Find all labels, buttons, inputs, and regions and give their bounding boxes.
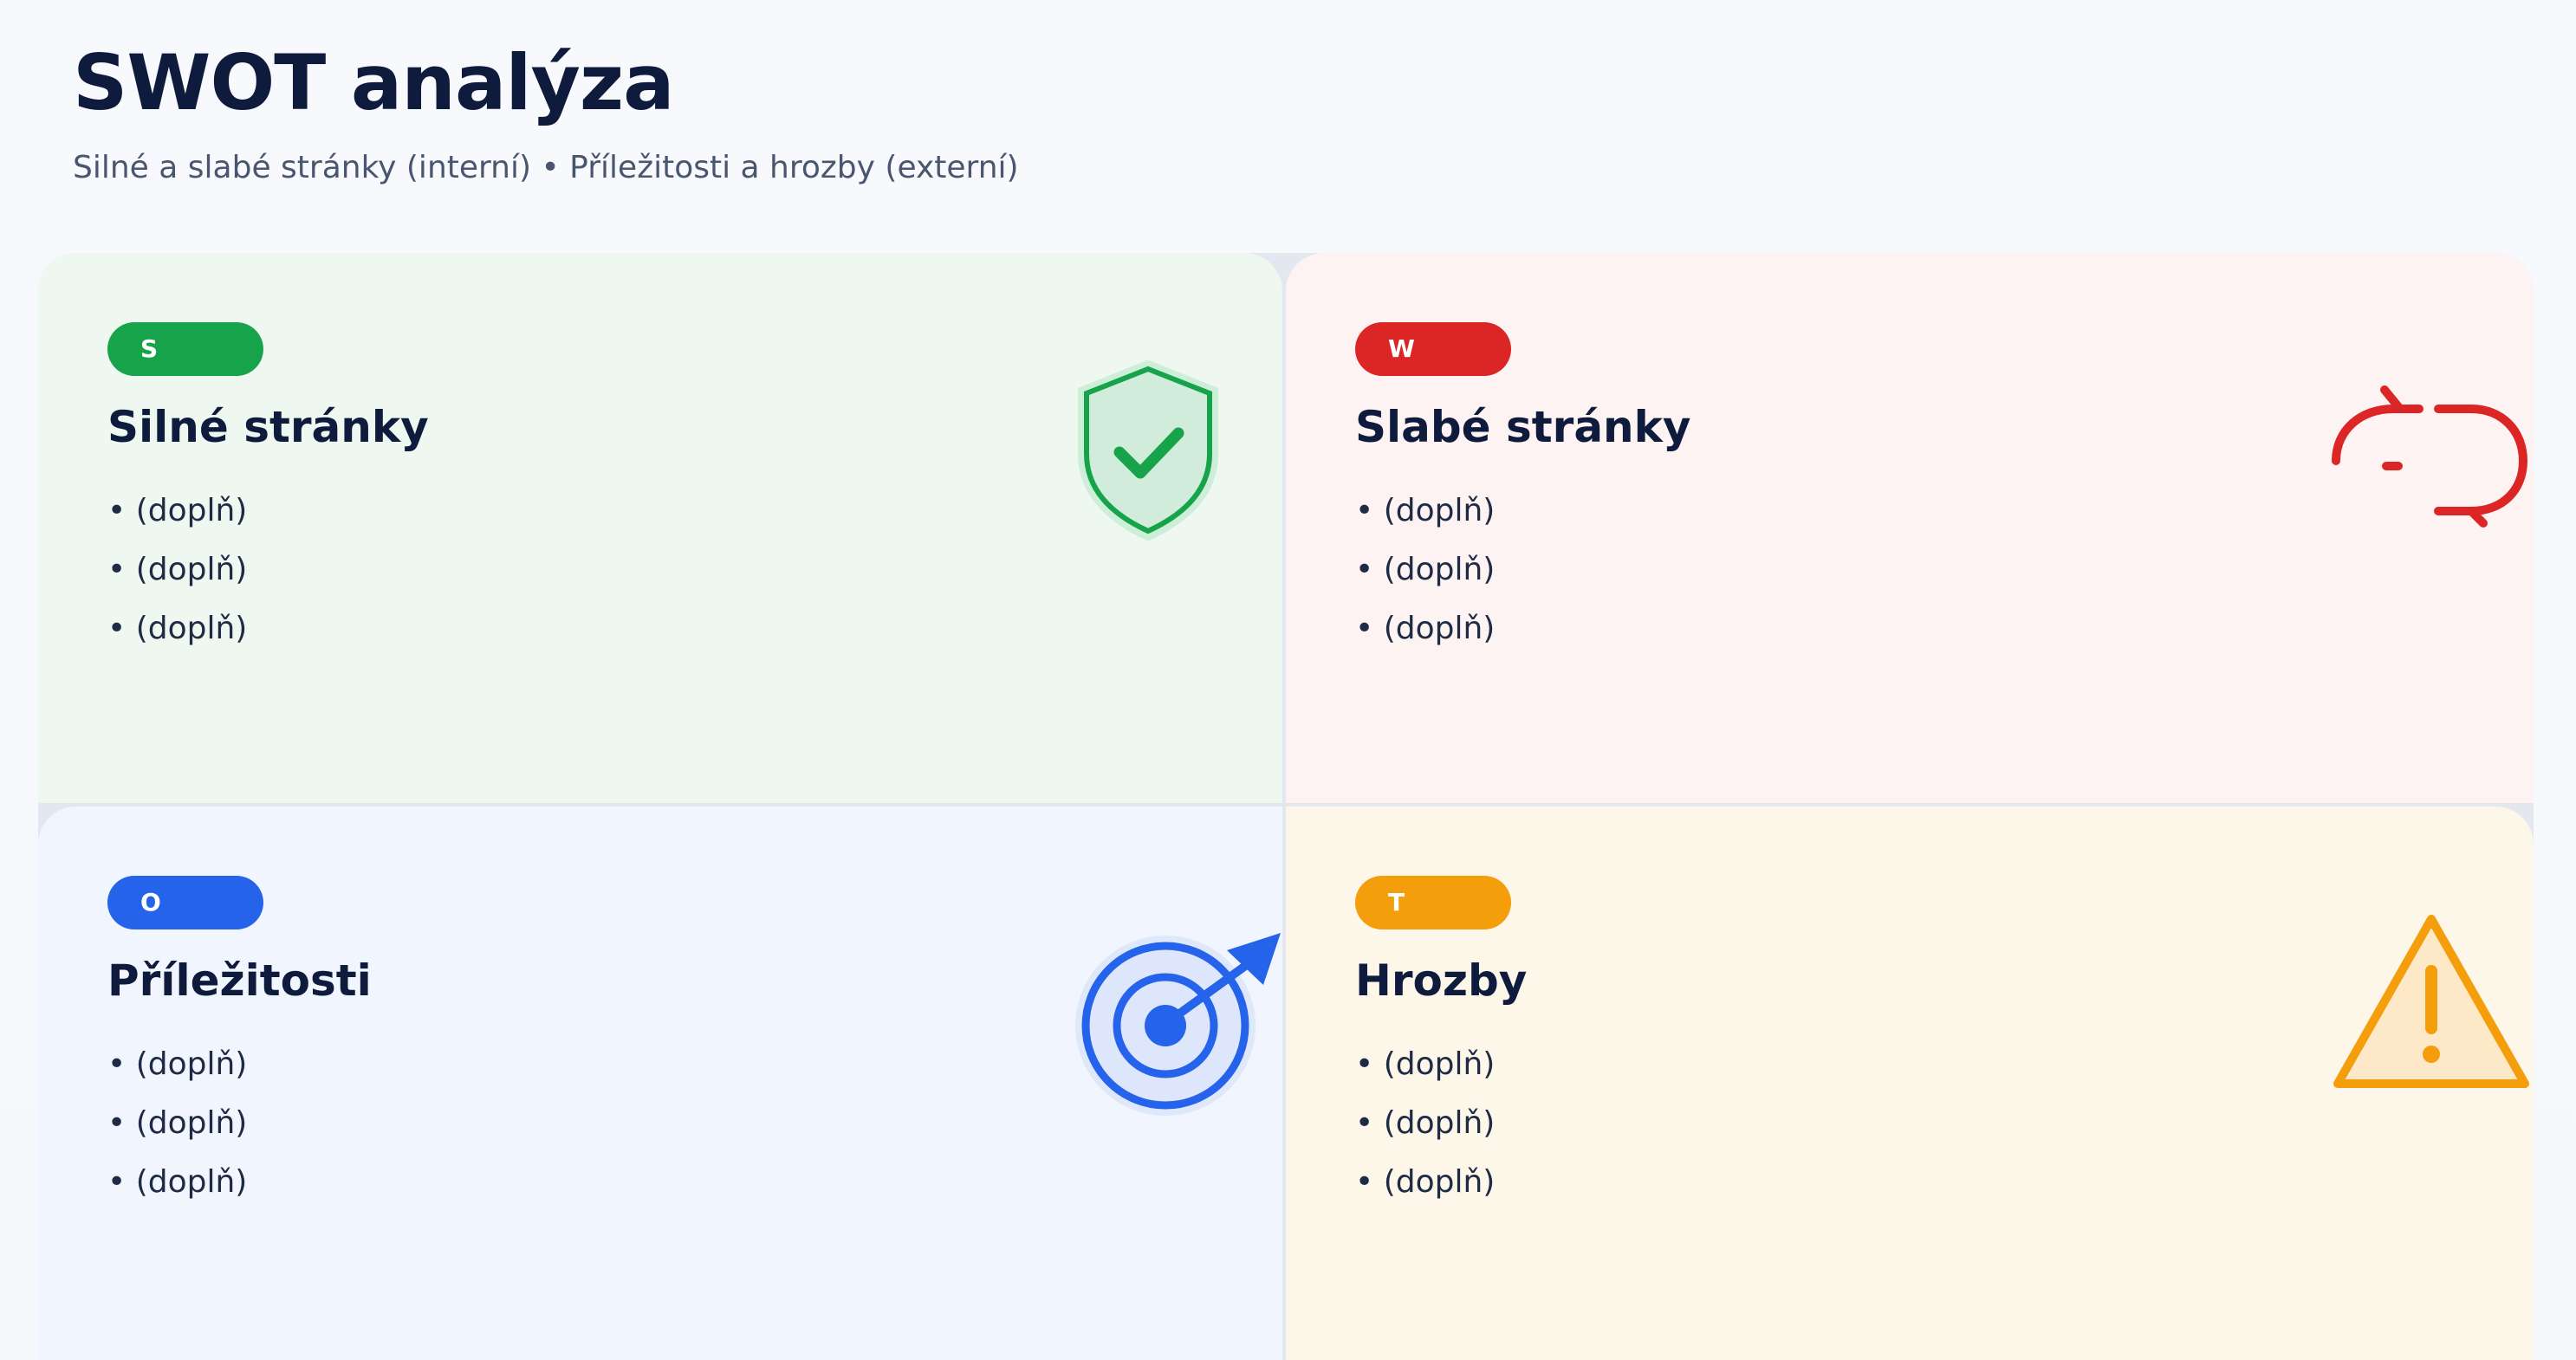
list-item: (doplň) <box>107 541 1213 599</box>
opportunities-badge: O <box>107 876 263 929</box>
opportunities-list: (doplň) (doplň) (doplň) <box>107 1035 1213 1212</box>
list-item: (doplň) <box>107 1153 1213 1212</box>
list-item: (doplň) <box>107 482 1213 541</box>
page-subtitle: Silné a slabé stránky (interní) • Přílež… <box>73 149 1019 185</box>
weaknesses-list: (doplň) (doplň) (doplň) <box>1355 482 2464 658</box>
page-title: SWOT analýza <box>73 38 674 127</box>
list-item: (doplň) <box>1355 1035 2464 1094</box>
strengths-title: Silné stránky <box>107 402 429 452</box>
list-item: (doplň) <box>107 599 1213 658</box>
list-item: (doplň) <box>107 1094 1213 1153</box>
list-item: (doplň) <box>1355 482 2464 541</box>
target-arrow-icon <box>1075 933 1281 1116</box>
weaknesses-title: Slabé stránky <box>1355 402 1691 452</box>
opportunities-title: Příležitosti <box>107 955 372 1006</box>
list-item: (doplň) <box>1355 1094 2464 1153</box>
list-item: (doplň) <box>1355 541 2464 599</box>
strengths-card: S Silné stránky (doplň) (doplň) (doplň) <box>38 253 1282 803</box>
warning-triangle-icon <box>2333 915 2529 1088</box>
threats-badge: T <box>1355 876 1511 929</box>
opportunities-card: O Příležitosti (doplň) (doplň) (doplň) <box>38 806 1282 1360</box>
page-header: SWOT analýza Silné a slabé stránky (inte… <box>73 38 1019 185</box>
threats-list: (doplň) (doplň) (doplň) <box>1355 1035 2464 1212</box>
threats-card: T Hrozby (doplň) (doplň) (doplň) <box>1286 806 2534 1360</box>
broken-link-icon <box>2332 385 2528 528</box>
strengths-list: (doplň) (doplň) (doplň) <box>107 482 1213 658</box>
swot-grid: S Silné stránky (doplň) (doplň) (doplň) … <box>38 253 2534 1360</box>
threats-title: Hrozby <box>1355 955 1528 1006</box>
list-item: (doplň) <box>1355 599 2464 658</box>
list-item: (doplň) <box>107 1035 1213 1094</box>
weaknesses-badge: W <box>1355 322 1511 376</box>
shield-check-icon <box>1078 359 1218 541</box>
strengths-badge: S <box>107 322 263 376</box>
list-item: (doplň) <box>1355 1153 2464 1212</box>
weaknesses-card: W Slabé stránky (doplň) (doplň) (doplň) <box>1286 253 2534 803</box>
